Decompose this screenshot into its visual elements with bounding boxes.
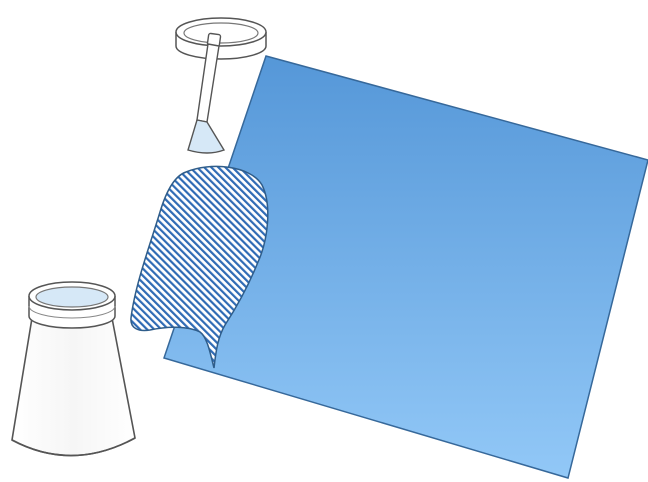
petri-dish-lid <box>176 18 266 59</box>
open-jar <box>12 282 135 456</box>
